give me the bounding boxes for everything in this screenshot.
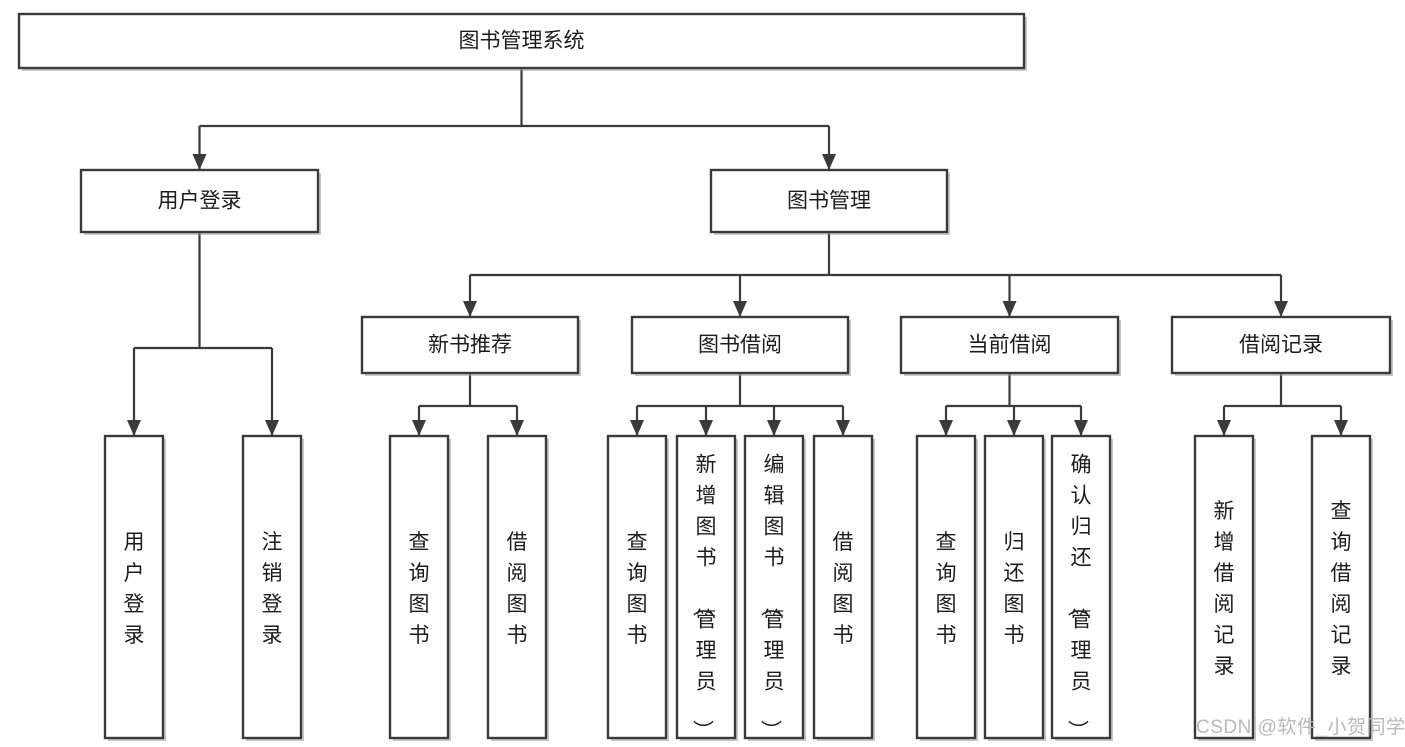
node-box[interactable] [812, 434, 874, 740]
node-box[interactable] [630, 315, 850, 375]
node-label: 确认归还（管理员） [1066, 454, 1092, 741]
node-book-borrow[interactable]: 图书借阅 [630, 315, 851, 376]
node-label: 注销登录 [262, 531, 283, 647]
node-label: 编辑图书（管理员） [759, 454, 785, 741]
arrow-head-icon [822, 154, 836, 170]
arrow-head-icon [699, 420, 713, 436]
node-label: 借阅记录 [1239, 334, 1323, 357]
node-new-book-rec[interactable]: 新书推荐 [360, 315, 581, 376]
node-box[interactable] [486, 434, 548, 740]
node-label: 用户登录 [124, 531, 145, 647]
node-leaf-query-borrow-record[interactable]: 查询借阅记录 [1310, 434, 1373, 741]
csdn-watermark: CSDN @软件_小贺同学 [1196, 716, 1405, 738]
arrow-head-icon [1007, 420, 1021, 436]
node-layer: 图书管理系统用户登录图书管理新书推荐图书借阅当前借阅借阅记录用户登录注销登录查询… [17, 12, 1393, 741]
node-box[interactable] [79, 168, 320, 234]
arrow-head-icon [463, 301, 477, 317]
arrow-head-icon [630, 420, 644, 436]
node-label: 新书推荐 [428, 334, 512, 357]
node-box[interactable] [1193, 434, 1255, 740]
node-box[interactable] [915, 434, 977, 740]
node-label: 当前借阅 [968, 334, 1052, 357]
node-label: 归还图书 [1004, 531, 1025, 647]
node-label: 查询图书 [409, 531, 430, 647]
arrow-head-icon [1002, 301, 1017, 317]
arrow-head-icon [767, 420, 781, 436]
node-label: 图书借阅 [698, 334, 782, 357]
node-box[interactable] [1170, 315, 1392, 375]
node-label: 图书管理 [787, 190, 871, 213]
connector-layer [127, 68, 1348, 436]
arrow-head-icon [510, 420, 524, 436]
node-label: 查询借阅记录 [1331, 500, 1352, 678]
node-box[interactable] [241, 434, 303, 740]
arrow-head-icon [265, 420, 279, 436]
node-leaf-query-book-current[interactable]: 查询图书 [915, 434, 978, 741]
node-leaf-borrow-book-rec[interactable]: 借阅图书 [486, 434, 549, 741]
node-label: 图书管理系统 [459, 30, 585, 53]
arrow-head-icon [1334, 420, 1348, 436]
node-leaf-add-book-admin[interactable]: 新增图书（管理员） [675, 434, 738, 741]
node-label: 新增借阅记录 [1214, 500, 1235, 678]
node-leaf-query-book-borrow[interactable]: 查询图书 [606, 434, 669, 741]
node-label: 借阅图书 [833, 531, 854, 647]
node-box[interactable] [899, 315, 1120, 375]
node-root[interactable]: 图书管理系统 [17, 12, 1027, 71]
node-label: 借阅图书 [507, 531, 528, 647]
node-box[interactable] [983, 434, 1045, 740]
node-current-borrow[interactable]: 当前借阅 [899, 315, 1121, 376]
arrow-head-icon [1274, 301, 1288, 317]
node-box[interactable] [1310, 434, 1372, 740]
arrow-head-icon [127, 420, 141, 436]
node-box[interactable] [103, 434, 165, 740]
node-box[interactable] [17, 12, 1026, 70]
arrow-head-icon [733, 301, 747, 317]
node-box[interactable] [388, 434, 450, 740]
arrow-head-icon [939, 420, 953, 436]
node-leaf-edit-book-admin[interactable]: 编辑图书（管理员） [743, 434, 806, 741]
arrow-head-icon [412, 420, 426, 436]
node-label: 查询图书 [936, 531, 957, 647]
node-leaf-borrow-book[interactable]: 借阅图书 [812, 434, 875, 741]
node-leaf-confirm-return-admin[interactable]: 确认归还（管理员） [1050, 434, 1113, 741]
arrow-head-icon [836, 420, 850, 436]
node-leaf-add-borrow-record[interactable]: 新增借阅记录 [1193, 434, 1256, 741]
node-leaf-query-book-rec[interactable]: 查询图书 [388, 434, 451, 741]
node-borrow-record[interactable]: 借阅记录 [1170, 315, 1393, 376]
arrow-head-icon [1217, 420, 1231, 436]
node-box[interactable] [1050, 434, 1112, 740]
node-user-login[interactable]: 用户登录 [79, 168, 321, 235]
arrow-head-icon [1074, 420, 1088, 436]
node-label: 新增图书（管理员） [691, 454, 717, 741]
node-box[interactable] [709, 168, 949, 234]
node-box[interactable] [743, 434, 805, 740]
node-leaf-user-login[interactable]: 用户登录 [103, 434, 166, 741]
node-leaf-return-book[interactable]: 归还图书 [983, 434, 1046, 741]
node-box[interactable] [606, 434, 668, 740]
node-box[interactable] [360, 315, 580, 375]
arrow-head-icon [192, 154, 207, 170]
node-label: 用户登录 [158, 190, 242, 213]
node-box[interactable] [675, 434, 737, 740]
node-book-manage[interactable]: 图书管理 [709, 168, 950, 235]
node-leaf-user-logout[interactable]: 注销登录 [241, 434, 304, 741]
node-label: 查询图书 [627, 531, 648, 647]
